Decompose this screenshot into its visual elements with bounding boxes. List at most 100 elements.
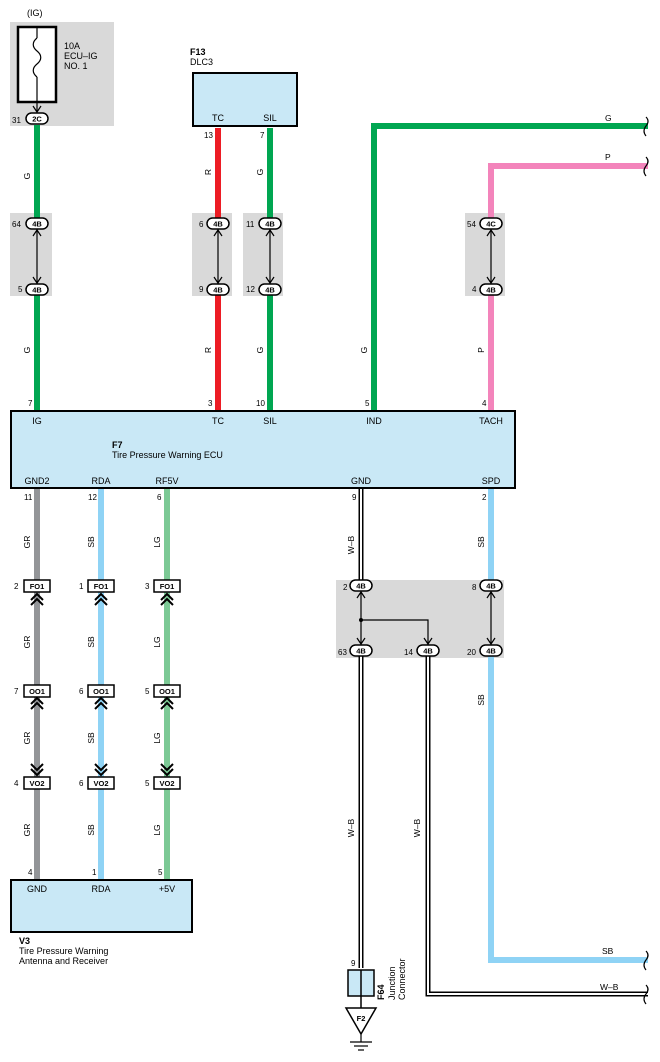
fuse-connector: 2C [32,115,42,124]
f64-code: F64 [376,984,386,1000]
ecu-pin-sil: 10 [256,399,265,408]
svg-text:20: 20 [467,648,476,657]
connector-chevrons [30,592,174,777]
ecu-term-spd: SPD [482,476,501,486]
ecu-pin-gnd: 9 [352,493,357,502]
wire-label-sb-3: SB [86,732,96,744]
svg-text:4B: 4B [32,286,42,295]
wire-label-tc-1: R [203,169,213,175]
svg-text:6: 6 [79,779,84,788]
ecu-term-rda: RDA [91,476,110,486]
f64-name-2: Connector [397,958,407,1000]
ground-icon [344,1007,378,1036]
ecu-term-sil: SIL [263,416,277,426]
wire-gnd-wb [358,488,648,997]
svg-text:VO2: VO2 [29,779,44,788]
wire-label-gr-2: GR [22,636,32,649]
v3-term-5v: +5V [159,884,175,894]
break-marks [643,116,649,1005]
v3-name-1: Tire Pressure Warning [19,946,108,956]
svg-text:1: 1 [79,582,84,591]
svg-text:OO1: OO1 [93,687,109,696]
svg-text:14: 14 [404,648,413,657]
wire-label-gr-1: GR [22,536,32,549]
v3-term-gnd: GND [27,884,48,894]
svg-text:4B: 4B [423,647,433,656]
v3-pin-5v: 5 [158,868,163,877]
wire-label-ig-1: G [22,173,32,180]
ecu-pin-tc: 3 [208,399,213,408]
v3-term-rda: RDA [91,884,110,894]
wire-label-sb-1: SB [86,536,96,548]
ground-symbol [350,1034,372,1051]
ecu-pin-rf5v: 6 [157,493,162,502]
svg-text:5: 5 [145,779,150,788]
svg-text:63: 63 [338,648,347,657]
svg-text:11: 11 [246,220,255,229]
svg-text:4B: 4B [32,220,42,229]
wire-label-sb-4: SB [86,824,96,836]
wire-label-sil-2: G [255,347,265,354]
fuse-rating: 10A [64,41,80,51]
wire-label-tc-2: R [203,347,213,353]
wire-label-wb-right: W–B [600,982,619,992]
wire-label-g-right: G [605,113,612,123]
junction-ig: 64 4B 5 4B [12,217,49,296]
wire-label-gr-4: GR [22,824,32,837]
svg-text:4B: 4B [265,286,275,295]
ecu-term-tc: TC [212,416,224,426]
wire-label-tach: P [476,347,486,353]
ecu-term-rf5v: RF5V [155,476,178,486]
ig-label: (IG) [27,8,43,18]
junction-tc: 6 4B 9 4B [199,217,230,296]
svg-text:4B: 4B [356,582,366,591]
svg-text:7: 7 [14,687,19,696]
svg-text:2: 2 [343,583,348,592]
svg-text:4B: 4B [213,286,223,295]
dlc3-sil-pin: 7 [260,131,265,140]
v3-box [10,879,193,933]
svg-text:4: 4 [472,285,477,294]
svg-text:6: 6 [79,687,84,696]
svg-text:8: 8 [472,583,477,592]
ecu-term-gnd2: GND2 [24,476,49,486]
wire-label-sb-spd: SB [476,536,486,548]
v3-name-2: Antenna and Receiver [19,956,108,966]
svg-text:4B: 4B [486,647,496,656]
wire-label-wb-3: W–B [412,818,422,837]
svg-text:4B: 4B [356,647,366,656]
junction-gnd-spd: 2 4B 8 4B 63 4B 14 4B 20 4B [338,579,503,657]
ground-code: F2 [357,1014,366,1023]
ecu-pin-spd: 2 [482,493,487,502]
wire-label-ind: G [359,347,369,354]
dlc3-sil: SIL [263,113,277,123]
svg-text:2: 2 [14,582,19,591]
ecu-pin-ind: 5 [365,399,370,408]
svg-text:64: 64 [12,220,21,229]
wire-label-ig-2: G [22,347,32,354]
junction-sil: 11 4B 12 4B [246,217,282,296]
junction-tach: 54 4C 4 4B [467,217,503,296]
dlc3-code: F13 [190,47,206,57]
ecu-pin-rda: 12 [88,493,97,502]
wire-label-sb-right: SB [602,946,614,956]
dlc3-tc-pin: 13 [204,131,213,140]
svg-text:FO1: FO1 [160,582,175,591]
wire-label-sb-2: SB [86,636,96,648]
svg-text:5: 5 [145,687,150,696]
ecu-name: Tire Pressure Warning ECU [112,450,223,460]
wire-ind [371,123,648,411]
ecu-pin-gnd2: 11 [24,493,33,502]
wire-label-lg-3: LG [152,732,162,743]
wire-spd-2 [488,655,648,963]
svg-text:5: 5 [18,285,23,294]
f64-pin: 9 [351,959,356,968]
connector-row-oo1: 7 OO1 6 OO1 5 OO1 [14,684,181,698]
wire-label-lg-1: LG [152,536,162,547]
fuse-icon [32,37,42,78]
ecu-pin-ig: 7 [28,399,33,408]
wire-label-gr-3: GR [22,732,32,745]
svg-text:6: 6 [199,220,204,229]
svg-text:4B: 4B [213,220,223,229]
